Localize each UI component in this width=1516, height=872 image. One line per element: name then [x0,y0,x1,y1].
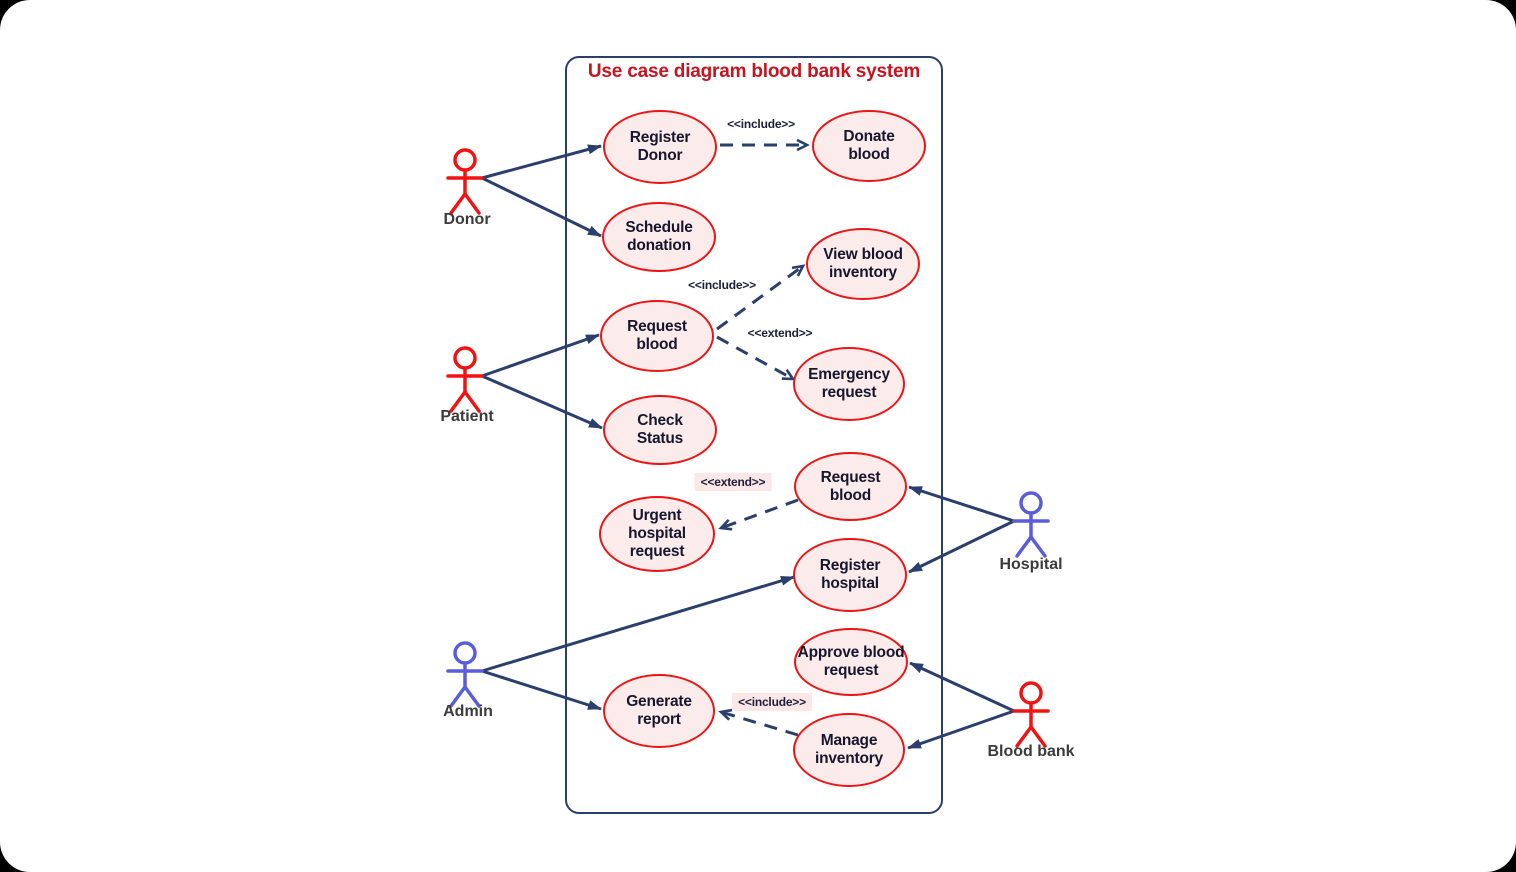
actor-label-patient: Patient [440,408,494,425]
use-case-label: Register Donor [629,129,691,164]
use-case-label: Approve blood request [797,644,905,679]
use-case-label: Urgent hospital request [628,507,686,560]
use-case-generate-report: Generate report [603,674,715,748]
include-manage-inventory-generate-report [721,712,799,737]
use-case-label: Check Status [636,412,684,447]
assoc-patient-request-blood [481,333,600,378]
use-case-request-blood-hospital: Request blood [794,452,907,521]
actor-label-admin: Admin [443,703,493,720]
assoc-admin-register-hospital [481,575,795,673]
use-case-donate-blood: Donate blood [812,110,926,182]
use-case-label: Schedule donation [625,219,693,254]
stereotype-include-donate: <<include>> [727,117,795,131]
use-case-emergency-request: Emergency request [793,347,905,421]
use-case-view-blood-inventory: View blood inventory [806,228,920,300]
use-case-request-blood-patient: Request blood [600,300,714,372]
actor-figure-hospital [1012,491,1050,558]
stereotype-include-view-inventory: <<include>> [688,278,756,292]
stereotype-include-report: <<include>> [732,693,812,711]
include-request-blood-view-inventory [716,266,803,331]
use-case-label: Request blood [627,318,687,353]
actor-label-donor: Donor [443,211,491,228]
use-case-approve-blood-request: Approve blood request [794,628,908,696]
system-boundary [565,56,943,814]
use-case-label: Donate blood [843,128,895,163]
use-case-label: Manage inventory [815,732,883,767]
assoc-bloodbank-approve-request [909,661,1015,713]
use-case-register-hospital: Register hospital [793,538,907,612]
assoc-patient-check-status [481,374,603,430]
use-case-register-donor: Register Donor [603,110,717,184]
diagram-title: Use case diagram blood bank system [587,61,921,82]
use-case-label: Generate report [626,693,692,728]
extend-request-blood-emergency [716,335,793,379]
use-case-manage-inventory: Manage inventory [793,713,905,787]
assoc-admin-generate-report [481,669,602,711]
assoc-bloodbank-manage-inventory [907,709,1015,750]
actor-label-blood-bank: Blood bank [987,743,1075,760]
use-case-check-status: Check Status [603,395,717,465]
actor-label-hospital: Hospital [999,556,1063,573]
assoc-donor-schedule-donation [481,176,602,238]
actor-figure-admin [446,641,484,708]
use-case-label: View blood inventory [823,246,903,281]
actor-figure-donor [446,148,484,215]
assoc-hospital-request-blood [908,485,1015,523]
use-case-label: Emergency request [808,366,890,401]
use-case-label: Request blood [820,468,881,504]
actor-figure-patient [446,346,484,413]
assoc-hospital-register-hospital [908,519,1015,574]
use-case-urgent-hospital-request: Urgent hospital request [599,496,715,572]
use-case-schedule-donation: Schedule donation [602,202,716,272]
actor-figure-blood-bank [1012,681,1050,748]
assoc-donor-register-donor [481,144,602,180]
use-case-label: Register hospital [819,557,881,592]
extend-request-blood-urgent-hospital [721,498,799,528]
stereotype-extend-emergency: <<extend>> [747,326,813,340]
stereotype-extend-urgent: <<extend>> [694,473,772,491]
